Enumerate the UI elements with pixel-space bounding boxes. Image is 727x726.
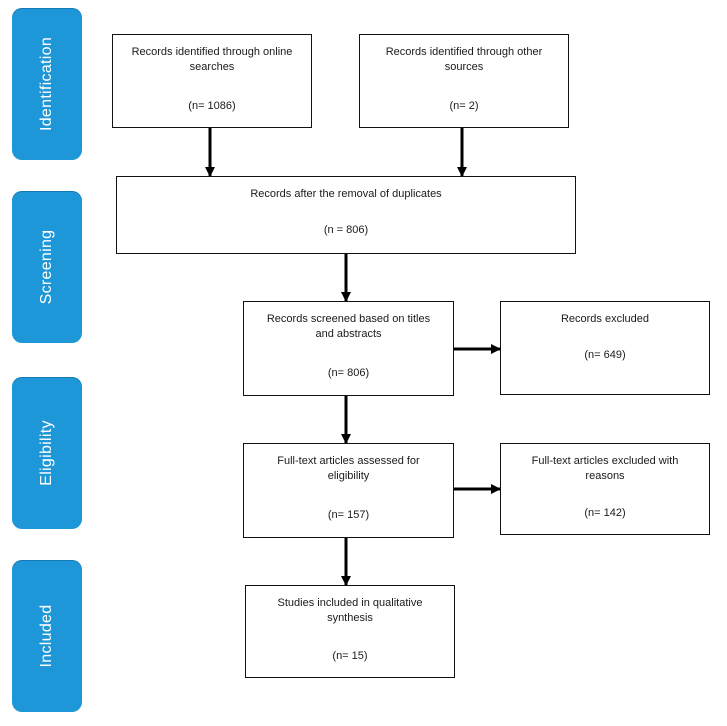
box-fulltext-assessed: Full-text articles assessed for eligibil…: [243, 443, 454, 538]
box-online-searches-text: Records identified through online search…: [131, 46, 293, 73]
box-after-duplicates-text: Records after the removal of duplicates: [250, 188, 442, 200]
stage-included: Included: [12, 560, 82, 712]
stage-identification: Identification: [12, 8, 82, 160]
box-records-excluded-text: Records excluded: [560, 313, 650, 325]
box-online-searches-count: (n= 1086): [188, 100, 236, 112]
box-after-duplicates-count: (n = 806): [323, 224, 369, 236]
box-fulltext-excluded-count: (n= 142): [584, 507, 626, 519]
box-screened-text: Records screened based on titles and abs…: [266, 313, 431, 340]
box-fulltext-excluded-text: Full-text articles excluded with reasons: [531, 455, 679, 482]
stage-eligibility: Eligibility: [12, 377, 82, 529]
box-after-duplicates: Records after the removal of duplicates …: [116, 176, 576, 254]
box-fulltext-assessed-count: (n= 157): [327, 509, 370, 521]
box-other-sources-text: Records identified through other sources: [385, 46, 543, 73]
box-studies-included-count: (n= 15): [332, 650, 368, 662]
box-screened: Records screened based on titles and abs…: [243, 301, 454, 396]
stage-screening: Screening: [12, 191, 82, 343]
box-studies-included-text: Studies included in qualitative synthesi…: [277, 597, 423, 624]
box-other-sources-count: (n= 2): [449, 100, 479, 112]
box-other-sources: Records identified through other sources…: [359, 34, 569, 128]
box-fulltext-assessed-text: Full-text articles assessed for eligibil…: [277, 455, 420, 482]
box-online-searches: Records identified through online search…: [112, 34, 312, 128]
box-studies-included: Studies included in qualitative synthesi…: [245, 585, 455, 678]
box-records-excluded-count: (n= 649): [584, 349, 626, 361]
box-records-excluded: Records excluded (n= 649): [500, 301, 710, 395]
box-fulltext-excluded: Full-text articles excluded with reasons…: [500, 443, 710, 535]
box-screened-count: (n= 806): [327, 367, 370, 379]
